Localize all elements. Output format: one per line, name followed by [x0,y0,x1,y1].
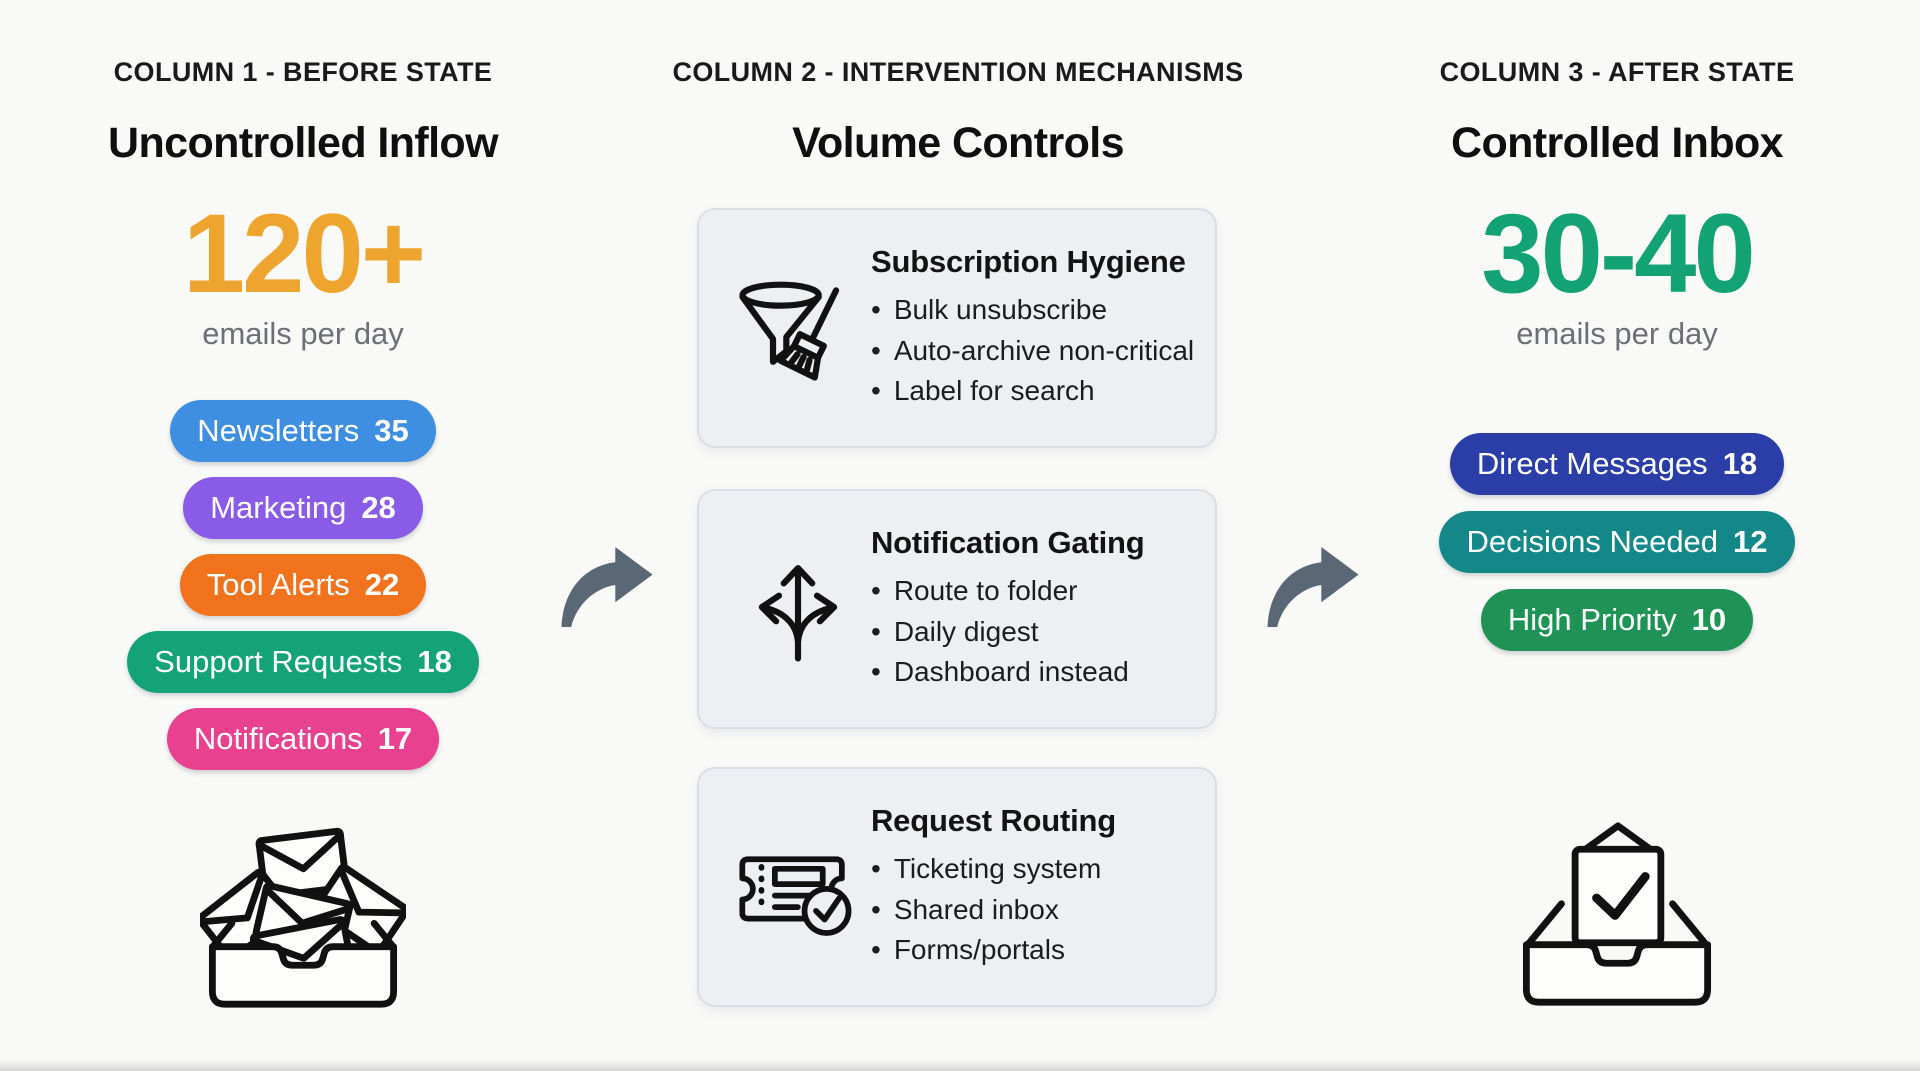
pill-count: 18 [417,644,452,679]
bottom-edge-shadow [0,1059,1920,1071]
bullet-item: Daily digest [871,612,1215,653]
before-state-column: COLUMN 1 - BEFORE STATE Uncontrolled Inf… [58,0,548,1071]
column2-label: COLUMN 2 - INTERVENTION MECHANISMS [672,57,1244,87]
pill-decisions-needed: Decisions Needed 12 [1439,511,1795,573]
bullet-item: Auto-archive non-critical [871,331,1215,372]
card-request-routing: Request Routing Ticketing system Shared … [697,767,1217,1007]
card-title: Notification Gating [871,524,1145,560]
bullet-item: Shared inbox [871,890,1215,931]
pill-count: 12 [1733,524,1768,559]
bullet-item: Ticketing system [871,849,1215,890]
pill-tool-alerts: Tool Alerts 22 [179,554,427,616]
branch-arrows-icon [758,565,838,662]
card-bullet-list: Ticketing system Shared inbox Forms/port… [871,849,1215,972]
pill-count: 17 [377,721,413,756]
pill-newsletters: Newsletters 35 [170,400,436,462]
pill-count: 10 [1691,602,1727,637]
pill-count: 28 [361,490,396,525]
flow-arrow-icon [561,547,653,628]
after-state-column: COLUMN 3 - AFTER STATE Controlled Inbox … [1372,0,1862,1071]
pill-label: Direct Messages [1476,446,1708,481]
card-notification-gating: Notification Gating Route to folder Dail… [697,489,1217,729]
pill-label: Tool Alerts [206,567,350,602]
column2-title: Volume Controls [792,119,1124,167]
pill-high-priority: High Priority 10 [1480,589,1754,651]
before-metric-unit: emails per day [202,316,404,351]
pill-label: High Priority [1507,602,1677,637]
pill-count: 18 [1722,446,1758,481]
card-bullet-list: Route to folder Daily digest Dashboard i… [871,571,1215,694]
pill-support-requests: Support Requests 18 [127,631,479,693]
after-metric-value: 30-40 [1481,191,1755,316]
bullet-item: Label for search [871,371,1215,412]
pill-count: 22 [364,567,400,602]
column3-label: COLUMN 3 - AFTER STATE [1439,57,1795,87]
bullet-item: Route to folder [871,571,1215,612]
overflowing-inbox-icon [200,827,406,1008]
inbox-check-icon [1522,822,1712,1006]
pill-label: Marketing [210,490,347,525]
ticket-check-icon [739,856,852,936]
pill-label: Decisions Needed [1466,524,1719,559]
pill-notifications: Notifications 17 [166,708,440,770]
before-metric-value: 120+ [182,191,426,316]
after-pill-stack: Direct Messages 18 Decisions Needed 12 H… [1372,433,1862,651]
bullet-item: Dashboard instead [871,652,1215,693]
after-metric-unit: emails per day [1516,316,1718,351]
pill-count: 35 [374,413,409,448]
pill-label: Newsletters [197,413,360,448]
pill-label: Support Requests [154,644,403,679]
bullet-item: Forms/portals [871,930,1215,971]
flow-arrow-icon [1267,547,1359,628]
funnel-broom-icon [739,281,840,381]
pill-marketing: Marketing 28 [183,477,423,539]
column1-title: Uncontrolled Inflow [108,119,499,167]
card-title: Request Routing [871,802,1116,838]
column3-title: Controlled Inbox [1451,119,1784,167]
pill-direct-messages: Direct Messages 18 [1449,433,1785,495]
card-subscription-hygiene: Subscription Hygiene Bulk unsubscribe Au… [697,208,1217,448]
card-bullet-list: Bulk unsubscribe Auto-archive non-critic… [871,290,1215,413]
card-title: Subscription Hygiene [871,243,1186,279]
pill-label: Notifications [193,721,363,756]
bullet-item: Bulk unsubscribe [871,290,1215,331]
column1-label: COLUMN 1 - BEFORE STATE [113,57,493,87]
before-pill-stack: Newsletters 35 Marketing 28 Tool Alerts … [58,400,548,770]
intervention-column: COLUMN 2 - INTERVENTION MECHANISMS Volum… [672,0,1243,1071]
